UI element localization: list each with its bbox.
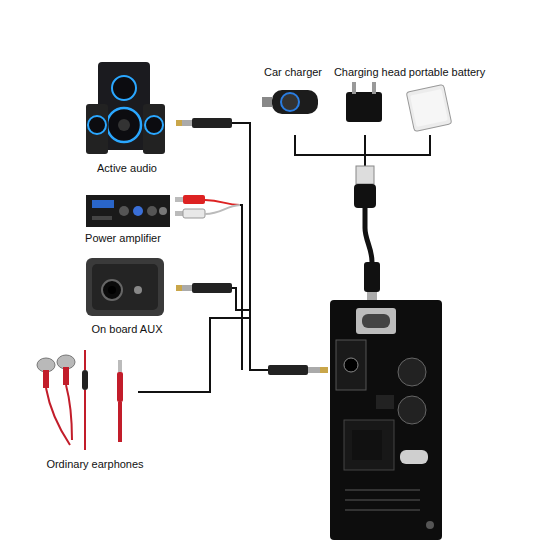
earphones: [37, 350, 123, 450]
audio-plug: [268, 365, 328, 375]
bluetooth-board: [330, 300, 442, 540]
device-caption: portable battery: [409, 66, 485, 79]
audio-plug: [176, 283, 232, 293]
active-speakers: [86, 62, 165, 154]
power-amplifier: [86, 195, 170, 227]
rca-plugs: [175, 195, 240, 218]
device-caption: Active audio: [97, 162, 157, 175]
car-charger: [262, 90, 318, 114]
device-caption: Ordinary earphones: [46, 458, 143, 471]
device-caption: Power amplifier: [85, 232, 161, 245]
device-caption: Charging head: [334, 66, 406, 79]
usb-cable: [354, 166, 380, 300]
power-bank: [406, 84, 451, 131]
car-aux-port: [86, 258, 164, 316]
wall-charger: [346, 82, 382, 122]
audio-plug: [176, 118, 232, 128]
device-caption: On board AUX: [92, 323, 163, 336]
device-caption: Car charger: [264, 66, 322, 79]
